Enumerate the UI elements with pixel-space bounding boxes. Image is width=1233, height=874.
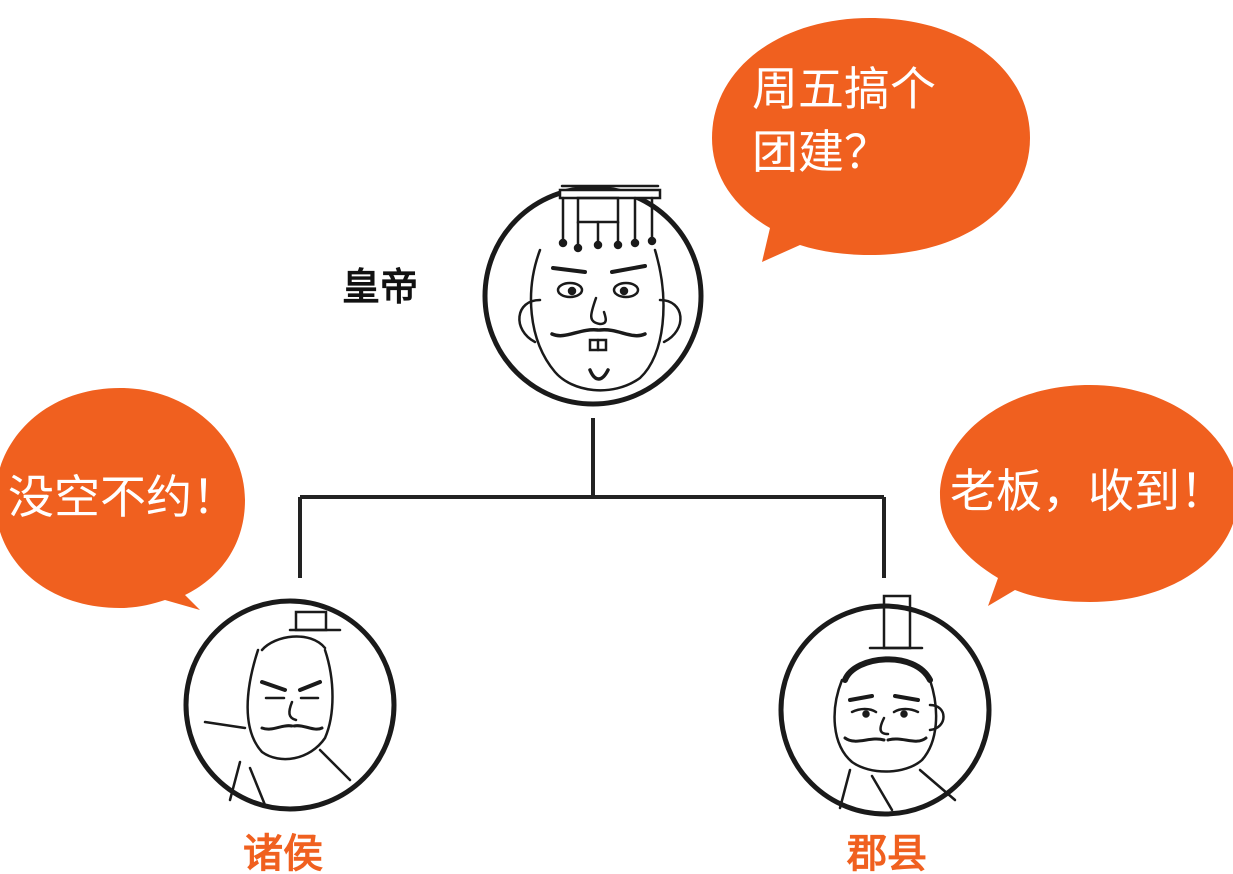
speech-bubble-emperor-shape	[712, 18, 1030, 262]
feudal-lords-speech: 没空不约！	[8, 470, 238, 524]
feudal-lord-portrait-icon	[203, 610, 352, 807]
speech-bubble-prefectures-shape	[940, 385, 1233, 606]
emperor-portrait	[482, 184, 704, 407]
emperor-speech-line2: 团建？	[752, 125, 890, 179]
prefecture-official-portrait-icon	[833, 594, 957, 812]
speech-bubble-prefectures: 老板，收到！	[940, 385, 1233, 606]
speech-bubble-emperor: 周五搞个 团建？	[712, 18, 1030, 262]
speech-bubble-feudal-lords-shape	[0, 388, 245, 610]
emperor-label: 皇帝	[342, 265, 418, 309]
emperor-portrait-icon	[518, 184, 682, 392]
speech-bubble-feudal-lords: 没空不约！	[0, 388, 245, 610]
prefectures-label: 郡县	[846, 831, 927, 874]
prefectures-speech: 老板，收到！	[950, 464, 1226, 518]
emperor-speech-line1: 周五搞个	[752, 62, 936, 116]
feudal-lords-portrait	[183, 598, 397, 812]
feudal-lords-label: 诸侯	[243, 831, 323, 874]
prefectures-portrait	[778, 594, 992, 817]
hierarchy-connectors	[298, 418, 886, 578]
